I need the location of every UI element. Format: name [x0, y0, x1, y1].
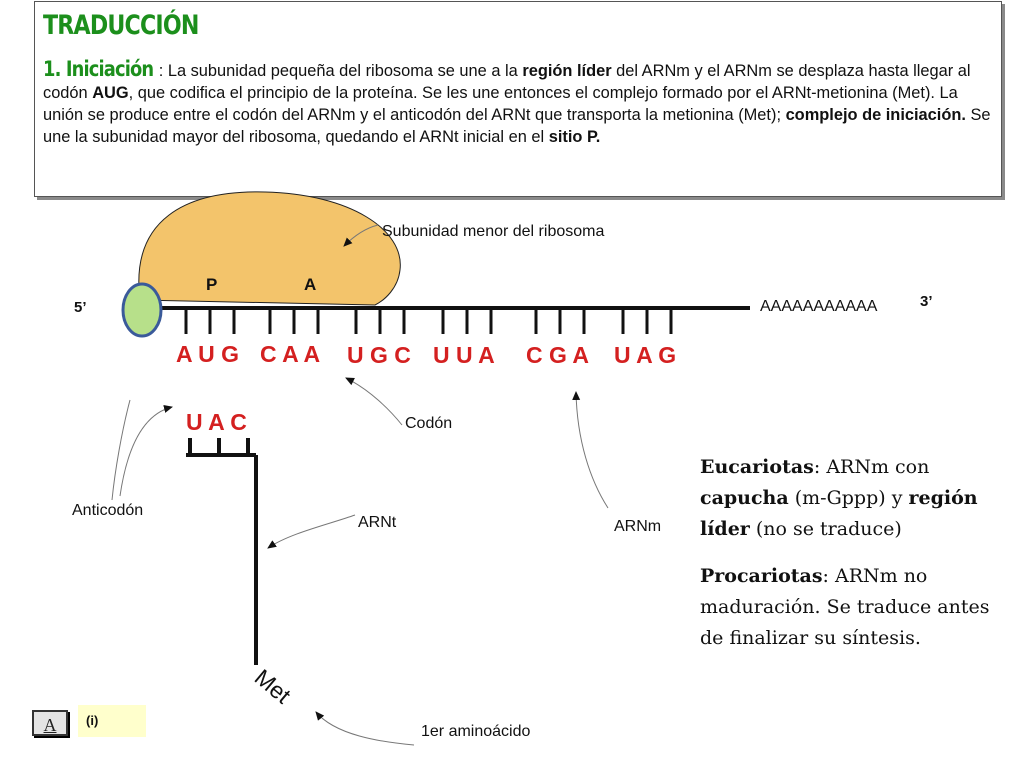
para-text-3: , que codifica el principio de la proteí… [43, 84, 958, 124]
arrow-small-subunit [343, 224, 379, 247]
para-bold-3: complejo de iniciación. [785, 106, 966, 124]
amino-acid-met: Met [250, 664, 297, 709]
arrow-first-aa [315, 711, 415, 746]
three-prime-label: 3’ [920, 293, 933, 310]
euk-bold-1: capucha [700, 487, 789, 509]
arrow-mrna [572, 391, 609, 509]
poly-a-tail: AAAAAAAAAAA [760, 298, 878, 315]
para-text-2: del ARNm y el ARNm se desplaza hasta lle… [43, 62, 971, 102]
arrow-anticodon [119, 405, 173, 497]
arrow-codon [345, 377, 403, 426]
mrna-base-ticks [184, 308, 673, 334]
slide-title: TRADUCCIÓN [43, 10, 199, 41]
info-tag: (i) [78, 705, 146, 737]
euk-bold-2: región líder [700, 487, 978, 540]
codon-3: U G C [347, 342, 411, 368]
trna-label: ARNt [358, 514, 397, 531]
codon-label: Codón [405, 415, 452, 432]
notes-block: Eucariotas: ARNm con capucha (m-Gppp) y … [700, 452, 1018, 654]
euk-label: Eucariotas [700, 456, 814, 478]
para-bold-2: AUG [92, 84, 129, 102]
codon-2: C A A [260, 341, 320, 367]
codon-row: A U G C A A U G C U U A C G A U A G [176, 341, 676, 368]
para-text-1: : La subunidad pequeña del ribosoma se u… [158, 62, 523, 80]
five-prime-label: 5’ [74, 299, 87, 316]
codon-5: C G A [526, 342, 589, 368]
site-p-label: P [206, 275, 217, 294]
codon-6: U A G [614, 342, 676, 368]
anticodon-label: Anticodón [72, 502, 143, 519]
initiation-heading: 1. Iniciación [43, 57, 154, 81]
ribosome-small-subunit [138, 191, 401, 306]
first-amino-acid-label: 1er aminoácido [421, 723, 531, 740]
trna [186, 438, 258, 665]
initiation-paragraph: 1. Iniciación: La subunidad pequeña del … [43, 58, 993, 148]
annotation-arrows [111, 224, 609, 746]
prok-text: : ARNm no maduración. Se traduce antes d… [700, 565, 990, 649]
euk-text-2: (m-Gppp) y [788, 487, 909, 509]
codon-4: U U A [433, 342, 495, 368]
site-a-label: A [304, 275, 316, 294]
para-bold-4: sitio P. [548, 128, 601, 146]
para-text-4: Se une la subunidad mayor del ribosoma, … [43, 106, 991, 146]
small-subunit-label: Subunidad menor del ribosoma [382, 223, 604, 240]
euk-text-3: (no se traduce) [749, 518, 902, 540]
arrow-trna [267, 514, 356, 549]
para-bold-1: región líder [522, 62, 612, 80]
description-box: TRADUCCIÓN 1. Iniciación: La subunidad p… [34, 1, 1002, 197]
mrna-label: ARNm [614, 518, 661, 535]
nav-home-button[interactable]: A [32, 710, 68, 736]
mrna-cap [121, 282, 163, 338]
eukaryotes-note: Eucariotas: ARNm con capucha (m-Gppp) y … [700, 452, 1018, 545]
euk-text-1: : ARNm con [813, 456, 930, 478]
prok-label: Procariotas [700, 565, 823, 587]
prokaryotes-note: Procariotas: ARNm no maduración. Se trad… [700, 561, 1018, 654]
anticodon: U A C [186, 409, 247, 435]
codon-1: A U G [176, 341, 239, 367]
arrow-anticodon-left [111, 399, 131, 501]
